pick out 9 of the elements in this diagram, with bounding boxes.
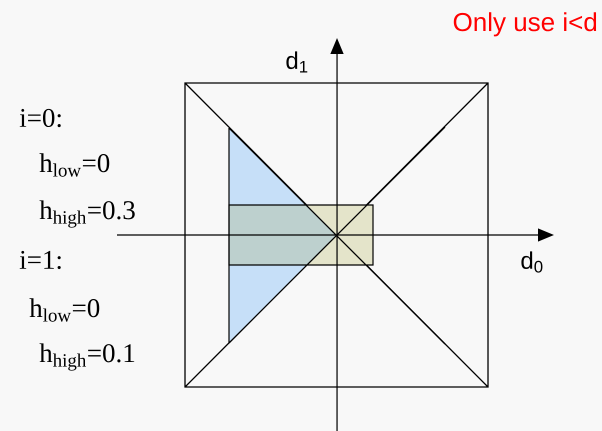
parameter-label: h$_{low}$=0 <box>29 298 100 322</box>
axis-label: d$_{1}$ <box>286 51 308 73</box>
parameter-label: h$_{low}$=0 <box>39 153 110 177</box>
parameter-label: h$_{high}$=0.1 <box>39 343 134 371</box>
parameter-label: i=0: <box>20 108 61 128</box>
parameter-label: h$_{high}$=0.3 <box>39 200 135 228</box>
parameter-label: i=1: <box>20 250 61 270</box>
axis-label: d$_{0}$ <box>521 251 542 273</box>
title: Only use i<d <box>454 12 596 36</box>
